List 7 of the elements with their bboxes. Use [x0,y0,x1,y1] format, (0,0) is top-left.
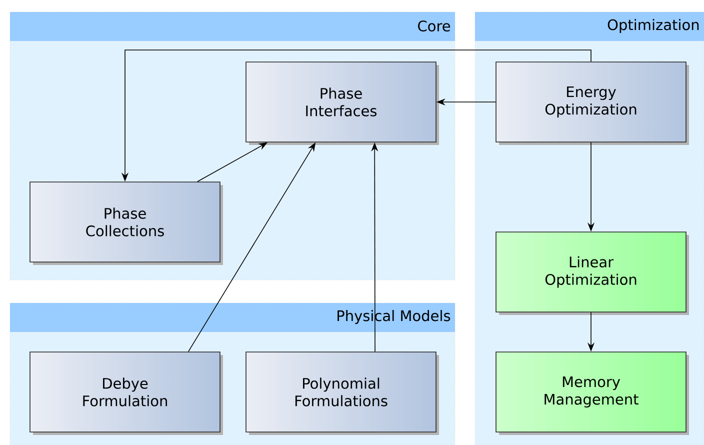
process-box: Phase Interfaces [246,62,439,145]
process-box: Phase Collections [30,182,223,265]
process-box: Memory Management [496,352,689,435]
process-box: Energy Optimization [496,62,689,145]
process-box: Polynomial Formulations [246,352,439,435]
process-box: Debye Formulation [30,352,223,435]
process-box: Linear Optimization [496,232,689,315]
